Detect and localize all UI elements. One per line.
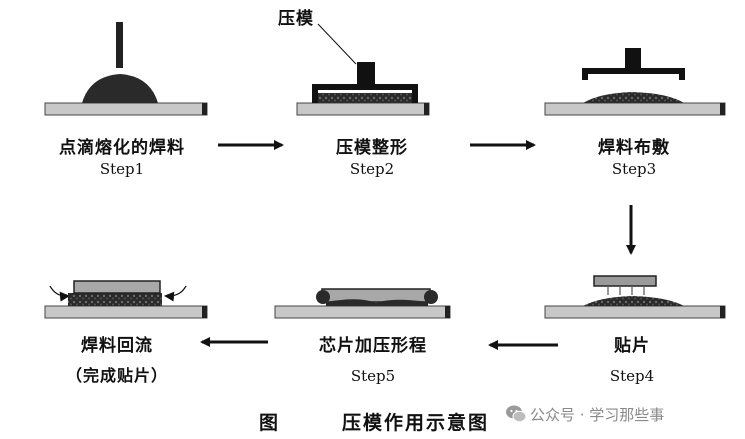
mold-label: 压模 — [278, 9, 314, 29]
step1-illustration — [44, 22, 208, 116]
step2-name: 压模整形 — [336, 138, 408, 158]
step1-substrate — [44, 102, 208, 116]
step6-name: 焊料回流 — [81, 336, 153, 356]
step6-flow-arrow-left — [49, 285, 70, 302]
step5-substrate-edge — [445, 306, 450, 318]
step3-name: 焊料布敷 — [598, 138, 670, 158]
step6-flow-arrow-right — [164, 285, 187, 302]
step6-illustration — [44, 280, 208, 319]
step3-number: Step3 — [611, 160, 657, 178]
step5-illustration — [274, 288, 451, 319]
step3-solder-layer — [583, 92, 684, 103]
step1-dispense-needle — [116, 22, 123, 68]
step1-name: 点滴熔化的焊料 — [59, 138, 185, 158]
step3-illustration — [544, 48, 726, 116]
step2-solder — [318, 93, 412, 103]
step2-number: Step2 — [349, 160, 395, 178]
step4-placement-arrows — [607, 287, 645, 295]
step1-substrate-edge — [202, 103, 207, 115]
step5-solder-squeeze — [326, 299, 428, 306]
step4-solder-layer — [583, 296, 684, 306]
step5-chip — [321, 288, 431, 303]
step1-solder-drop — [82, 74, 158, 103]
figure-label: 图 — [259, 412, 281, 434]
step2-illustration — [296, 23, 430, 116]
step5-name: 芯片加压形程 — [319, 336, 427, 356]
step3-substrate — [544, 102, 726, 116]
step5-substrate — [274, 305, 451, 319]
step2-substrate — [296, 102, 430, 116]
step4-number: Step4 — [609, 367, 655, 385]
step1-number: Step1 — [99, 160, 145, 178]
step6-solder-layer — [68, 293, 162, 306]
step3-substrate-edge — [720, 103, 725, 115]
step2-mold-leader-line — [317, 23, 357, 65]
step2-mold — [312, 62, 418, 103]
step4-illustration — [544, 275, 726, 319]
step3-mold-raised — [582, 48, 685, 80]
step6-note: （完成贴片） — [65, 366, 169, 385]
flow-arrows — [200, 140, 636, 350]
wechat-icon — [506, 405, 527, 423]
step6-chip — [73, 280, 161, 294]
step4-name: 贴片 — [614, 336, 650, 356]
step4-substrate — [544, 305, 726, 319]
step5-solder-fillet-right — [424, 290, 438, 304]
step4-chip — [593, 275, 657, 287]
step5-solder-fillet-left — [316, 290, 330, 304]
step6-substrate-edge — [202, 306, 207, 318]
figure-title: 压模作用示意图 — [342, 412, 490, 434]
watermark-text: 公众号 · 学习那些事 — [530, 406, 665, 424]
step4-substrate-edge — [720, 306, 725, 318]
step2-substrate-edge — [424, 103, 429, 115]
step6-substrate — [44, 305, 208, 319]
step5-number: Step5 — [350, 367, 396, 385]
